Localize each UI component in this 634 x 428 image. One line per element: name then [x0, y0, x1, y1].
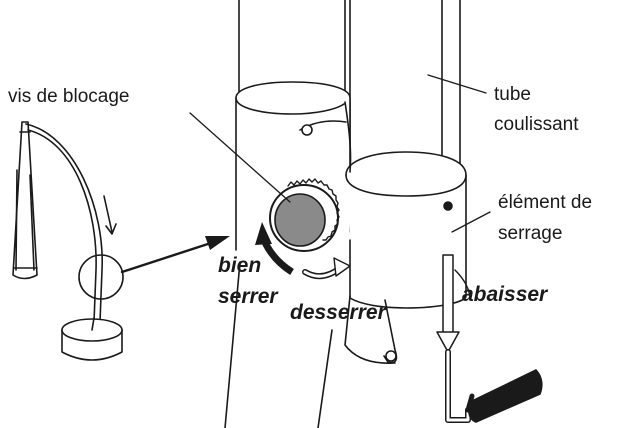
lower-arrow — [436, 254, 460, 353]
label-sliding-tube-line2: coulissant — [494, 114, 579, 135]
locking-screw — [189, 112, 340, 252]
screw-face — [274, 193, 326, 247]
crank-grip — [468, 369, 543, 423]
fixed-tube — [238, 0, 346, 103]
poles — [224, 0, 487, 428]
lamp-arm — [25, 123, 103, 323]
crank-handle — [445, 269, 543, 423]
lamp-shade — [12, 121, 38, 280]
tighten-arrow — [255, 222, 294, 275]
label-lower: abaisser — [462, 283, 548, 306]
clamp-body — [235, 81, 491, 364]
detail-arrow — [120, 236, 230, 274]
label-clamp-line2: serrage — [498, 223, 563, 244]
label-sliding-tube-line1: tube — [494, 84, 531, 105]
loosen-arrow — [302, 257, 351, 280]
lamp-overview — [12, 121, 124, 361]
label-clamp-line1: élément de — [498, 192, 593, 213]
sliding-tube-top — [349, 0, 461, 173]
label-loosen: desserrer — [290, 301, 386, 324]
label-tighten-line2: serrer — [218, 285, 278, 308]
label-locking-screw: vis de blocage — [8, 86, 130, 107]
detail-circle — [78, 254, 124, 300]
label-tighten-line1: bien — [218, 254, 262, 277]
